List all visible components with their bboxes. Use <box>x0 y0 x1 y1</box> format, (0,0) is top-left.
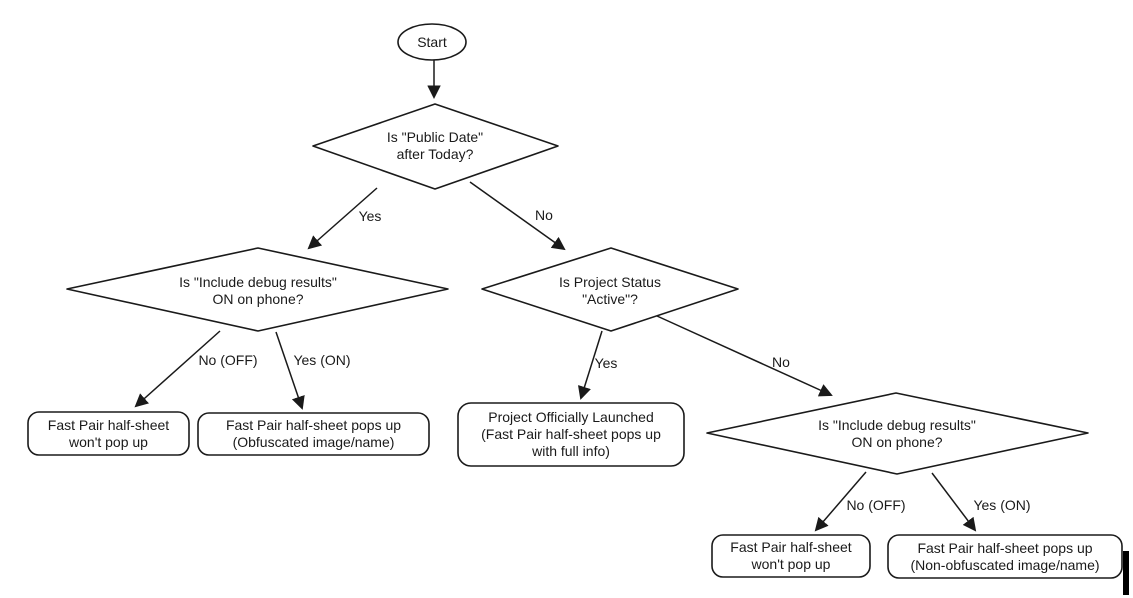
edge-project-status-yes <box>577 330 603 400</box>
decision-debug-right-diamond <box>706 392 1089 475</box>
edge-project-status-no <box>656 315 833 397</box>
result-obfuscated-box <box>197 412 430 456</box>
edge-public-date-no <box>469 181 566 251</box>
edge-label-debug-left-no-off: No (OFF) <box>198 352 258 368</box>
decision-debug-left-diamond <box>66 247 449 332</box>
result-no-popup-right-box <box>711 534 871 578</box>
text-cursor-artifact <box>1123 551 1129 595</box>
edge-public-date-yes <box>307 187 378 250</box>
edge-debug-left-no-off <box>134 330 221 408</box>
result-no-popup-left-box <box>27 411 190 456</box>
decision-project-status-diamond <box>481 247 739 332</box>
edge-debug-right-yes-on <box>931 472 977 532</box>
edge-label-public-date-no: No <box>535 207 553 223</box>
decision-public-date-diamond <box>312 103 559 190</box>
edge-label-public-date-yes: Yes <box>358 208 382 224</box>
edge-label-debug-left-yes-on: Yes (ON) <box>293 352 351 368</box>
edge-label-debug-right-no-off: No (OFF) <box>846 497 906 513</box>
start-ellipse <box>397 23 467 61</box>
result-non-obfuscated-box <box>887 534 1123 579</box>
result-launched-box <box>457 402 685 467</box>
edge-label-debug-right-yes-on: Yes (ON) <box>973 497 1031 513</box>
edge-debug-left-yes-on <box>275 331 305 410</box>
edge-label-project-status-yes: Yes <box>594 355 618 371</box>
edge-label-project-status-no: No <box>772 354 790 370</box>
edge-debug-right-no-off <box>814 471 867 532</box>
